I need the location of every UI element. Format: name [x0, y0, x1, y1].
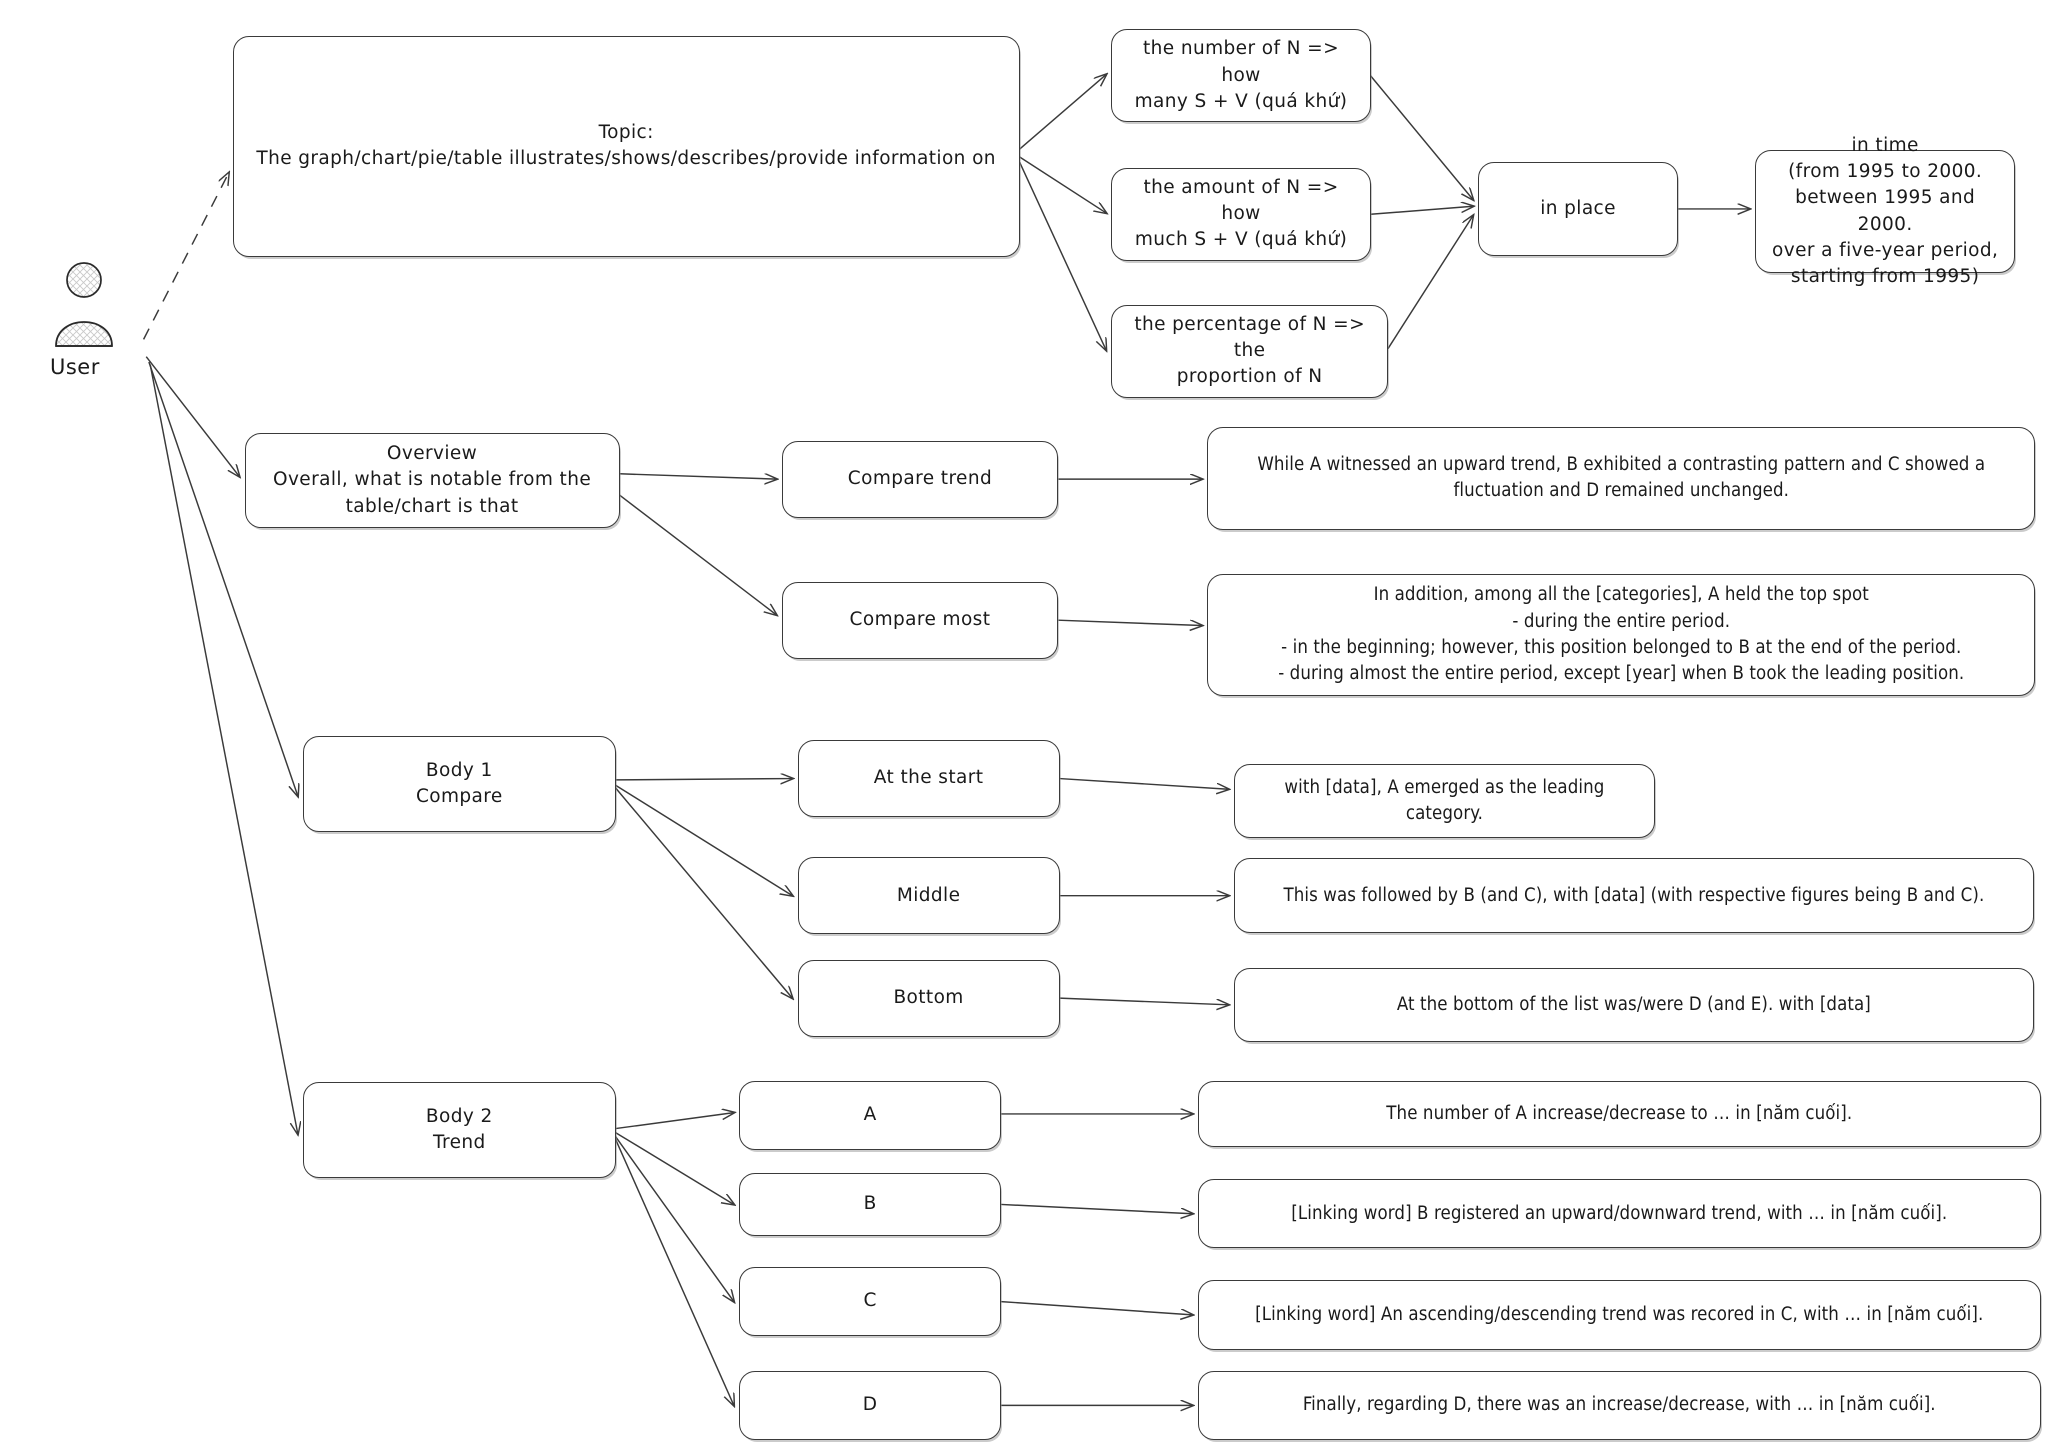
edge-number-inplace	[1370, 75, 1473, 200]
node-in-place-label: in place	[1540, 197, 1616, 219]
node-percentage-of[interactable]: the percentage of N => the proportion of…	[1111, 304, 1388, 398]
node-amount-of-label: the amount of N => how much S + V (quá k…	[1134, 176, 1348, 251]
node-in-time[interactable]: in time (from 1995 to 2000. between 1995…	[1754, 135, 2016, 287]
node-overview-label: Overview Overall, what is notable from t…	[272, 443, 592, 517]
node-body2[interactable]: Body 2 Trend	[303, 1082, 616, 1178]
node-compare-trend-label: Compare trend	[847, 467, 993, 489]
edge-percentage-inplace	[1387, 216, 1473, 350]
node-compare-most-label: Compare most	[849, 609, 991, 631]
node-compare-most-text-label: In addition, among all the [categories],…	[1278, 584, 1965, 685]
node-percentage-of-label: the percentage of N => the proportion of…	[1134, 313, 1365, 388]
node-trend-a-label: A	[863, 1104, 877, 1126]
node-trend-a-text[interactable]: The number of A increase/decrease to … i…	[1197, 1080, 2041, 1148]
edge-body2-b	[615, 1131, 734, 1205]
node-middle-text[interactable]: This was followed by B (and C), with [da…	[1233, 858, 2035, 933]
node-body2-label: Body 2 Trend	[425, 1105, 493, 1153]
edge-user-body1	[148, 361, 298, 796]
edge-overview-comparetrend	[619, 473, 777, 479]
node-trend-c-label: C	[863, 1290, 877, 1312]
user-actor-icon	[52, 258, 172, 388]
edge-body1-bottom	[614, 787, 793, 998]
node-compare-trend-text[interactable]: While A witnessed an upward trend, B exh…	[1207, 427, 2036, 530]
node-trend-c[interactable]: C	[739, 1266, 1002, 1337]
node-topic-label: Topic: The graph/chart/pie/table illustr…	[256, 122, 996, 170]
node-in-time-label: in time (from 1995 to 2000. between 1995…	[1772, 134, 1999, 288]
node-bottom[interactable]: Bottom	[797, 959, 1060, 1037]
node-compare-trend-text-label: While A witnessed an upward trend, B exh…	[1257, 454, 1986, 502]
edge-body1-atstart	[615, 779, 793, 780]
node-trend-b-text[interactable]: [Linking word] B registered an upward/do…	[1197, 1179, 2041, 1249]
edge-c-text	[1001, 1300, 1192, 1315]
node-middle-text-label: This was followed by B (and C), with [da…	[1283, 884, 1985, 906]
node-bottom-text[interactable]: At the bottom of the list was/were D (an…	[1233, 967, 2035, 1043]
node-compare-most-text[interactable]: In addition, among all the [categories],…	[1207, 573, 2036, 697]
node-middle-label: Middle	[896, 884, 961, 906]
node-bottom-text-label: At the bottom of the list was/were D (an…	[1396, 993, 1871, 1015]
user-actor-label: User	[50, 355, 100, 379]
node-bottom-label: Bottom	[893, 987, 964, 1008]
node-topic[interactable]: Topic: The graph/chart/pie/table illustr…	[232, 35, 1020, 257]
edge-body1-middle	[615, 784, 793, 895]
node-trend-a-text-label: The number of A increase/decrease to … i…	[1386, 1102, 1853, 1124]
edge-topic-percentage	[1019, 162, 1106, 350]
edge-atstart-text	[1059, 777, 1229, 790]
node-amount-of[interactable]: the amount of N => how much S + V (quá k…	[1111, 167, 1371, 261]
node-middle[interactable]: Middle	[797, 857, 1060, 935]
node-compare-trend[interactable]: Compare trend	[781, 440, 1059, 518]
node-trend-c-text[interactable]: [Linking word] An ascending/descending t…	[1197, 1280, 2041, 1350]
node-trend-b[interactable]: B	[739, 1172, 1002, 1237]
node-number-of[interactable]: the number of N => how many S + V (quá k…	[1111, 29, 1371, 123]
node-trend-d-text-label: Finally, regarding D, there was an incre…	[1302, 1394, 1936, 1416]
node-at-the-start-label: At the start	[873, 767, 984, 789]
node-overview[interactable]: Overview Overall, what is notable from t…	[244, 432, 620, 529]
node-at-the-start[interactable]: At the start	[797, 739, 1060, 818]
edge-body2-d	[614, 1138, 734, 1405]
node-body1[interactable]: Body 1 Compare	[303, 735, 616, 832]
edge-overview-comparemost	[619, 494, 777, 615]
node-trend-a[interactable]: A	[739, 1080, 1002, 1150]
edge-b-text	[1001, 1203, 1192, 1213]
edge-amount-inplace	[1370, 206, 1473, 216]
edge-topic-number	[1019, 75, 1106, 150]
node-trend-d-text[interactable]: Finally, regarding D, there was an incre…	[1197, 1370, 2041, 1440]
node-at-the-start-text[interactable]: with [data], A emerged as the leading ca…	[1233, 763, 1656, 839]
node-at-the-start-text-label: with [data], A emerged as the leading ca…	[1284, 776, 1605, 825]
node-number-of-label: the number of N => how many S + V (quá k…	[1134, 38, 1348, 112]
node-in-place[interactable]: in place	[1478, 162, 1678, 256]
edge-body2-c	[614, 1136, 734, 1302]
edge-topic-amount	[1019, 156, 1106, 213]
node-trend-b-text-label: [Linking word] B registered an upward/do…	[1291, 1202, 1948, 1224]
edge-body2-a	[615, 1113, 734, 1130]
node-trend-d-label: D	[862, 1394, 878, 1416]
node-trend-c-text-label: [Linking word] An ascending/descending t…	[1255, 1303, 1984, 1325]
node-compare-most[interactable]: Compare most	[781, 581, 1059, 659]
node-trend-b-label: B	[863, 1193, 877, 1215]
node-trend-d[interactable]: D	[739, 1370, 1002, 1440]
edge-bottom-text	[1059, 997, 1229, 1005]
node-body1-label: Body 1 Compare	[415, 759, 503, 807]
edge-comparemost-text	[1058, 619, 1202, 625]
